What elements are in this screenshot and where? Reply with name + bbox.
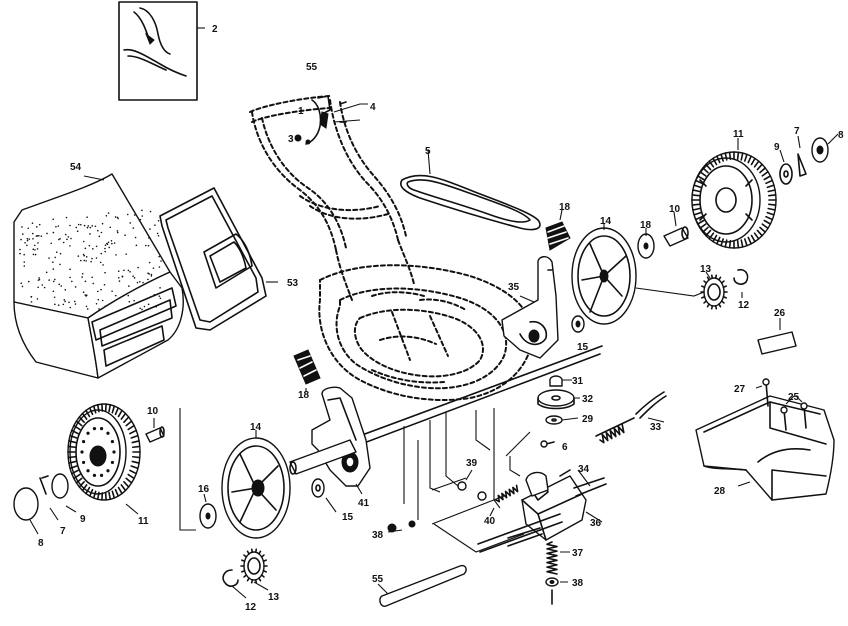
drive-bracket-right [501, 209, 585, 359]
callout-14-right: 14 [600, 216, 612, 227]
callout-33: 33 [650, 422, 662, 433]
callout-29: 29 [582, 414, 594, 425]
deflector-hardware [755, 318, 808, 431]
callout-41: 41 [358, 498, 370, 509]
pulley-stack [537, 375, 580, 425]
height-spring [545, 541, 570, 605]
small-hardware [387, 469, 487, 533]
callout-53: 53 [287, 278, 299, 289]
callout-9-right: 9 [774, 142, 780, 153]
pad-left [293, 349, 321, 392]
spring-40 [489, 484, 519, 517]
callout-8-right: 8 [838, 130, 844, 141]
gear-right [635, 268, 749, 310]
callout-12-left: 12 [245, 602, 257, 613]
hardware-left [179, 408, 337, 531]
callout-55-bottom: 55 [372, 574, 384, 585]
callout-31: 31 [572, 376, 584, 387]
drive-bracket-left [289, 386, 371, 495]
callout-18-left: 18 [298, 390, 310, 401]
callout-18-mid: 18 [640, 220, 652, 231]
callout-38-bottom: 38 [572, 578, 584, 589]
callout-28: 28 [714, 486, 726, 497]
upper-handle [249, 95, 415, 301]
mower-deck [318, 264, 534, 401]
hardware-right-wheel [779, 133, 839, 185]
callout-39: 39 [466, 458, 478, 469]
transmission [507, 469, 607, 547]
drive-belt [400, 149, 541, 231]
drive-cable [540, 391, 667, 448]
callout-40: 40 [484, 516, 496, 527]
callout-13-left: 13 [268, 592, 280, 603]
rear-deflector [695, 395, 835, 501]
hardware-left-wheel [13, 473, 77, 535]
callout-12-right: 12 [738, 300, 750, 311]
callout-26: 26 [774, 308, 786, 319]
callout-4: 4 [370, 102, 376, 113]
callout-2: 2 [212, 24, 218, 35]
callout-6: 6 [562, 442, 568, 453]
inset-box [118, 1, 205, 101]
callout-15-left: 15 [342, 512, 354, 523]
callout-3: 3 [288, 134, 294, 145]
callout-36: 36 [590, 518, 602, 529]
callout-25: 25 [788, 392, 800, 403]
callout-37: 37 [572, 548, 584, 559]
callout-38-left: 38 [372, 530, 384, 541]
callout-35: 35 [508, 282, 520, 293]
callout-15-right: 15 [577, 342, 589, 353]
callout-11-left: 11 [138, 516, 149, 527]
axle-bushing-left [145, 418, 165, 443]
wheel-left [67, 403, 141, 515]
callout-9-left: 9 [80, 514, 86, 525]
callout-8-left: 8 [38, 538, 44, 549]
callout-7-right: 7 [794, 126, 800, 137]
callout-10-left: 10 [147, 406, 159, 417]
callout-5: 5 [425, 146, 431, 157]
callout-55-top: 55 [306, 62, 318, 73]
callout-10-right: 10 [669, 204, 681, 215]
callout-13-right: 13 [700, 264, 712, 275]
drive-shaft-lines [353, 345, 603, 553]
callout-32: 32 [582, 394, 594, 405]
gear-left [222, 548, 269, 599]
callout-16: 16 [198, 484, 210, 495]
wheel-right-rear [691, 138, 777, 249]
axle-bushing-right [637, 211, 689, 259]
wheel-cover-left [221, 430, 291, 539]
callout-18-top: 18 [559, 202, 571, 213]
rear-rod [377, 564, 467, 607]
callout-labels: 2 55 1 3 4 5 11 9 7 8 18 14 18 10 54 53 … [38, 24, 844, 613]
callout-7-left: 7 [60, 526, 66, 537]
control-bail [294, 95, 368, 145]
callout-14-left: 14 [250, 422, 262, 433]
wheel-cover-right [571, 224, 637, 325]
callout-34: 34 [578, 464, 590, 475]
bag-frame [159, 187, 278, 331]
callout-54: 54 [70, 162, 82, 173]
callout-1: 1 [298, 106, 304, 117]
callout-11-right: 11 [733, 129, 744, 140]
grass-bag [13, 173, 184, 379]
callout-27: 27 [734, 384, 746, 395]
